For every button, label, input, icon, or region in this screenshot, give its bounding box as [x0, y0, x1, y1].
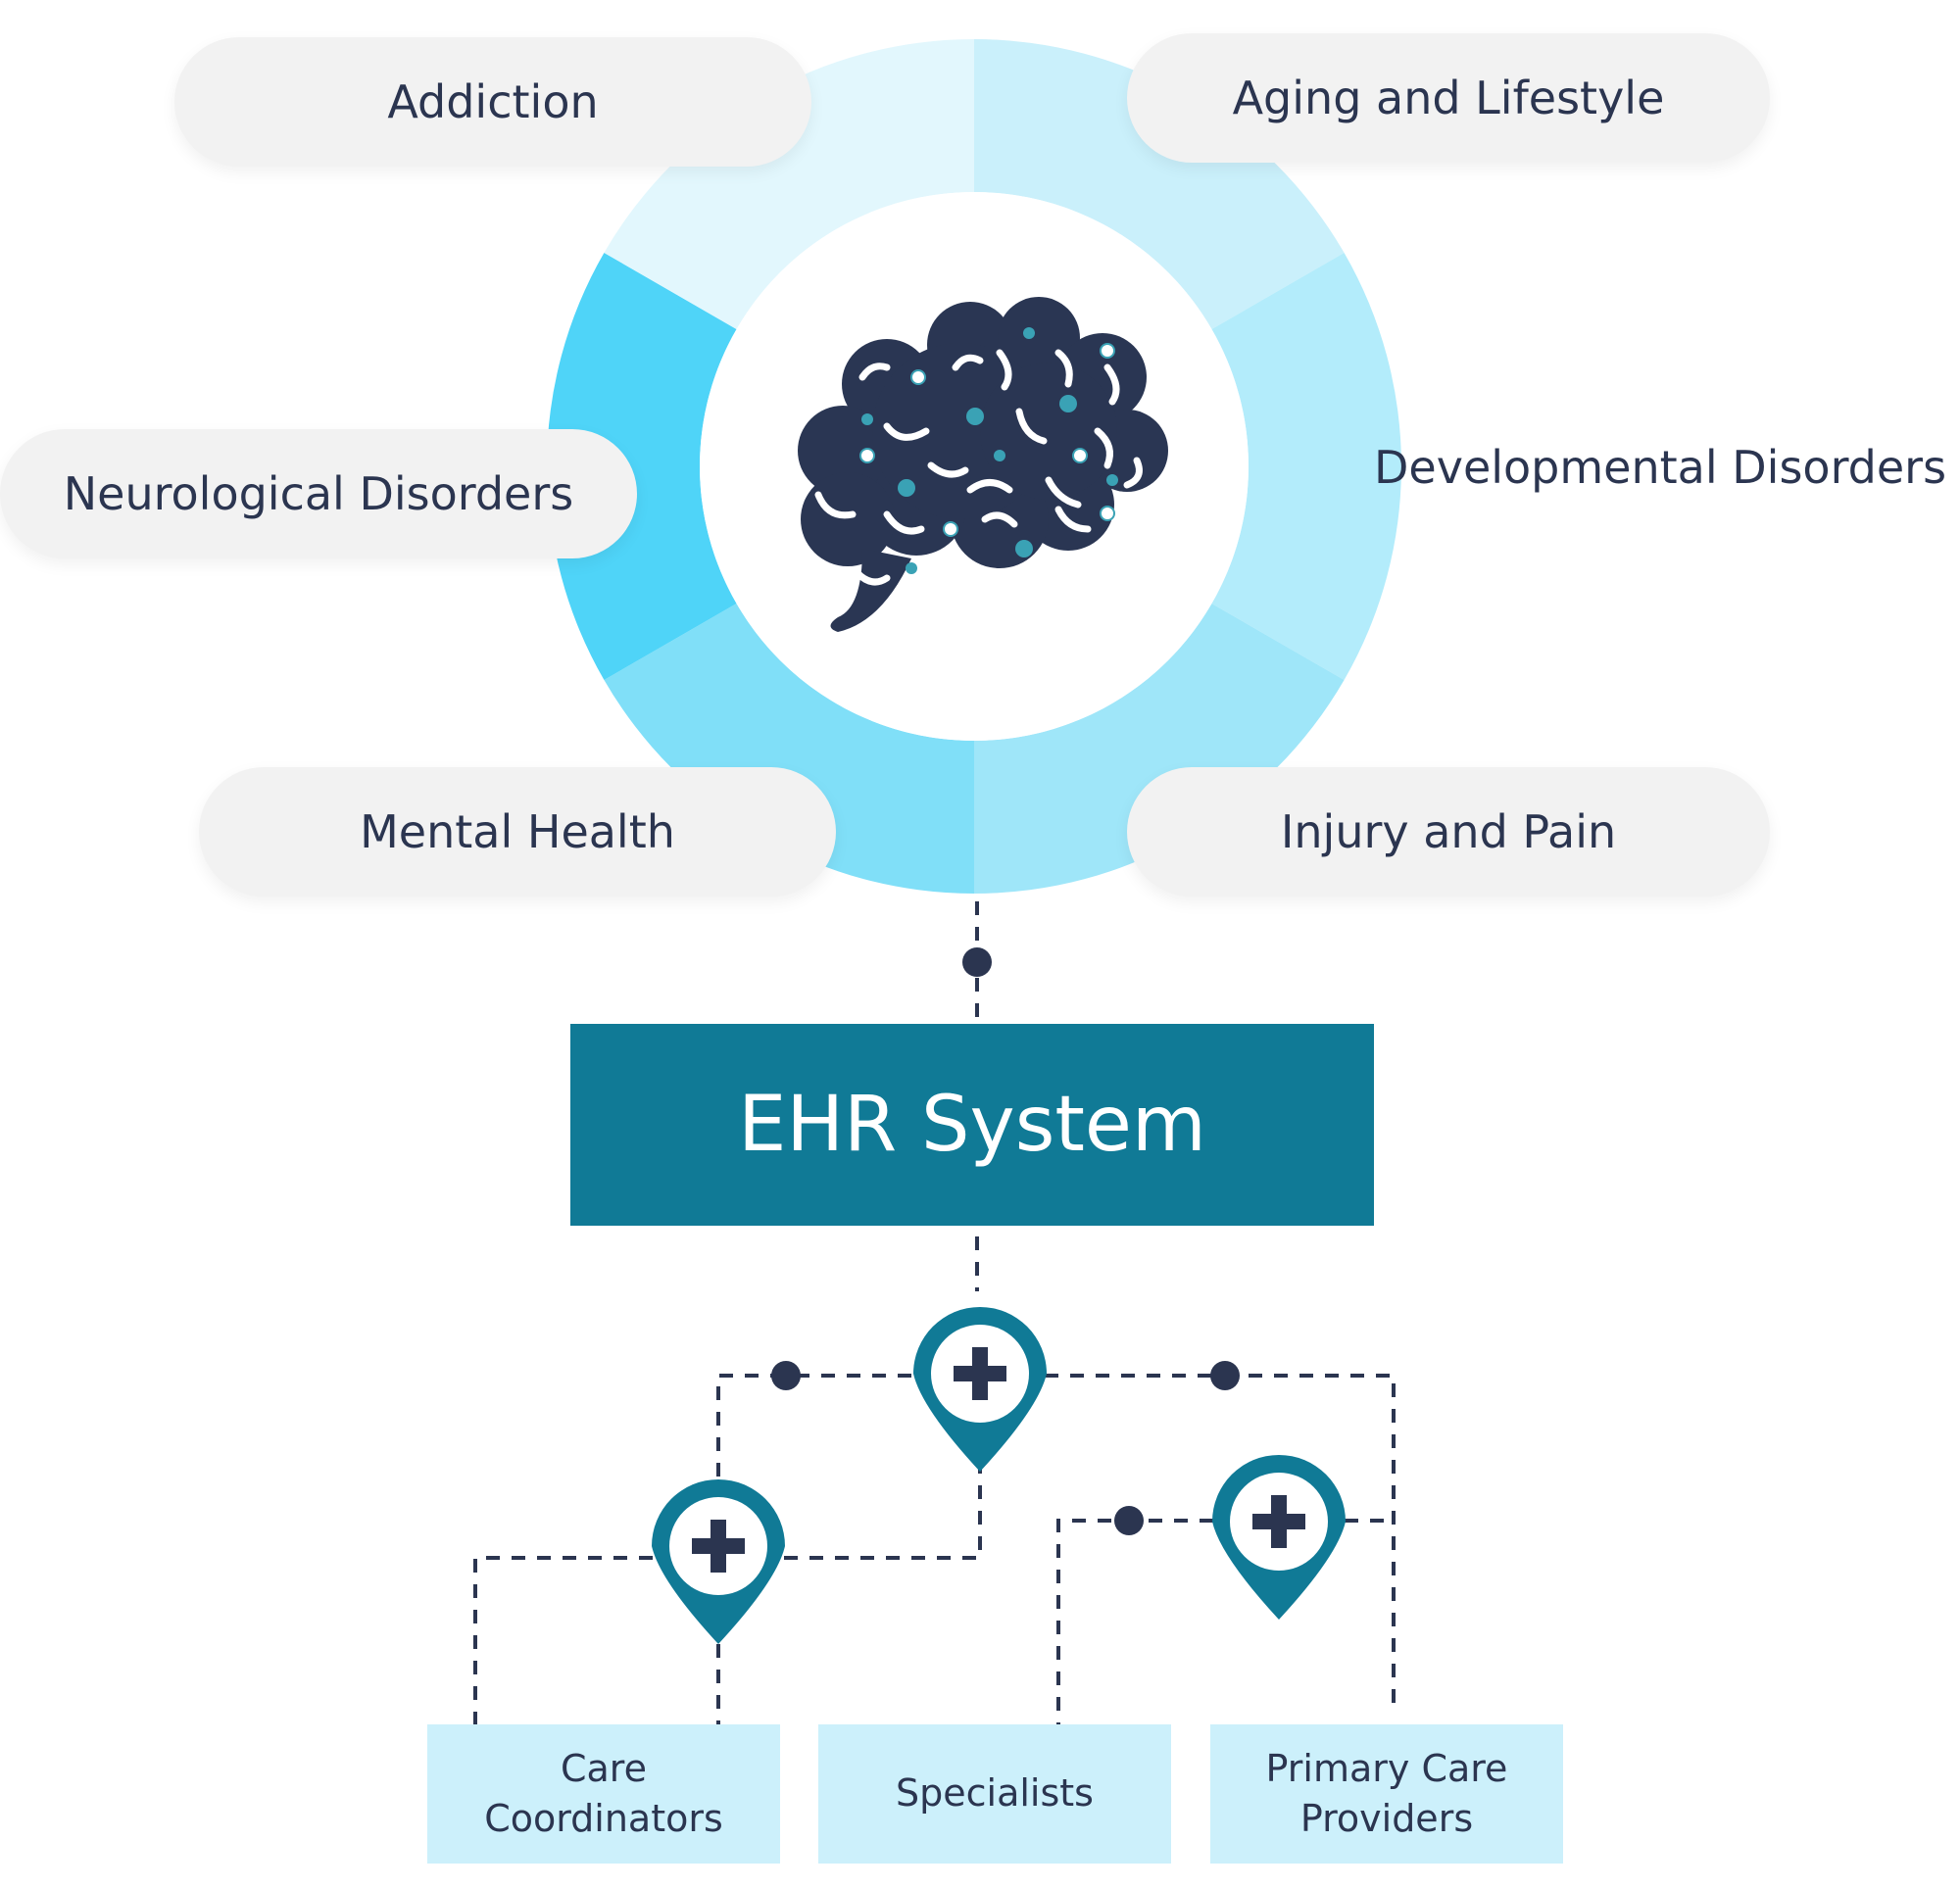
medical-cross-pin-icon [652, 1479, 785, 1644]
ring-segment-mental [604, 604, 974, 894]
ring-segment-injury [974, 604, 1345, 894]
hub-left-branch [716, 1374, 911, 1489]
category-ring [547, 39, 1401, 894]
hub-right-branch [1045, 1374, 1396, 1715]
ehr-system-box: EHR System [570, 1024, 1374, 1226]
hub-left-dot [771, 1361, 801, 1390]
category-aging-and-lifestyle: Aging and Lifestyle [1127, 33, 1770, 163]
role-care-coordinators-line2: Coordinators [484, 1797, 723, 1840]
role-specialists: Specialists [818, 1724, 1171, 1864]
ehr-system-label: EHR System [738, 1081, 1206, 1169]
role-care-coordinators: Care Coordinators [427, 1724, 780, 1864]
role-primary-care-providers: Primary Care Providers [1210, 1724, 1563, 1864]
ring-segment-developmental [1211, 253, 1401, 680]
role-specialists-line1: Specialists [896, 1771, 1094, 1816]
category-injury-and-pain: Injury and Pain [1127, 767, 1770, 896]
connector-lines [473, 901, 1396, 1724]
role-primary-care-line2: Providers [1299, 1797, 1474, 1840]
ring-segment-addiction [604, 39, 974, 329]
brain-icon [798, 297, 1168, 632]
category-neurological-disorders: Neurological Disorders [0, 429, 637, 558]
left-pin-to-hub [784, 1466, 982, 1560]
ring-segment-neurological [547, 253, 737, 680]
category-developmental-disorders: Developmental Disorders [1374, 441, 1947, 494]
medical-cross-pin-icon [913, 1307, 1047, 1472]
left-pin-to-care-coordinators-outer [473, 1556, 653, 1724]
medical-cross-pin-icon [1212, 1455, 1346, 1620]
connector-dots [771, 947, 1240, 1535]
category-addiction: Addiction [174, 37, 811, 167]
ring-segment-aging [974, 39, 1345, 329]
hub-right-dot [1210, 1361, 1240, 1390]
ring-connector-dot [962, 947, 992, 977]
right-pin-to-specialists [1056, 1519, 1213, 1724]
role-care-coordinators-line1: Care [560, 1746, 647, 1790]
category-mental-health: Mental Health [199, 767, 836, 896]
role-primary-care-line1: Primary Care [1265, 1746, 1508, 1790]
right-pin-dot [1114, 1506, 1144, 1535]
